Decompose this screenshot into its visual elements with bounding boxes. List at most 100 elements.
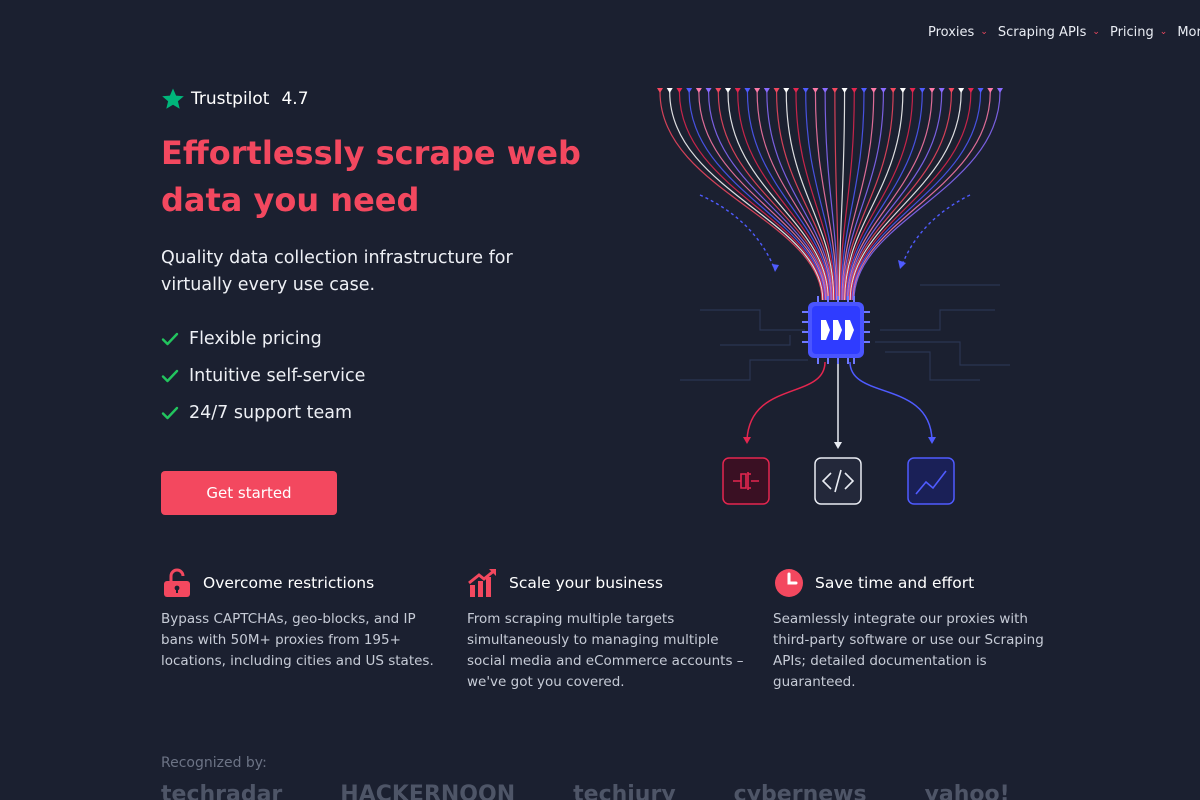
line-chart-icon xyxy=(907,457,955,505)
funnel-line xyxy=(840,91,865,301)
funnel-line-marker xyxy=(686,88,693,93)
funnel-line-marker xyxy=(695,88,702,93)
funnel-line xyxy=(824,91,839,301)
plug-icon xyxy=(722,457,770,505)
feature-item: Intuitive self-service xyxy=(161,357,365,394)
funnel-line-marker xyxy=(958,88,965,93)
get-started-button[interactable]: Get started xyxy=(161,471,337,515)
top-nav: Proxies ⌄ Scraping APIs ⌄ Pricing ⌄ More xyxy=(928,25,1200,40)
funnel-line xyxy=(795,91,836,301)
logo-techradar: techradar xyxy=(161,782,283,800)
funnel-line xyxy=(839,91,855,301)
feature-label: Flexible pricing xyxy=(189,328,322,349)
funnel-line xyxy=(842,91,885,301)
funnel-line-marker xyxy=(909,88,916,93)
funnel-line xyxy=(737,91,830,301)
growth-chart-icon xyxy=(468,568,496,597)
recognized-by-label: Recognized by: xyxy=(161,755,267,771)
nav-more-label: More xyxy=(1177,25,1200,40)
funnel-line-marker xyxy=(997,88,1003,93)
dashed-arrow-left xyxy=(699,194,776,271)
funnel-line-marker xyxy=(744,88,751,93)
funnel-line-marker xyxy=(666,88,673,93)
funnel-line-marker xyxy=(919,88,926,93)
funnel-line xyxy=(707,91,828,301)
logo-cybernews: cybernews xyxy=(733,782,867,800)
funnel-line-marker xyxy=(880,88,887,93)
chevron-down-icon: ⌄ xyxy=(1092,26,1100,37)
funnel-line xyxy=(849,91,962,301)
funnel-line-marker xyxy=(783,88,790,93)
funnel-line-marker xyxy=(725,88,731,93)
funnel-line xyxy=(847,91,933,301)
funnel-line xyxy=(717,91,829,301)
nav-proxies[interactable]: Proxies ⌄ xyxy=(928,25,988,40)
funnel-line-marker xyxy=(734,88,741,93)
funnel-line xyxy=(766,91,833,301)
funnel-line-marker xyxy=(987,88,994,93)
funnel-line xyxy=(851,91,982,301)
funnel-line xyxy=(847,91,943,301)
clock-icon xyxy=(775,569,803,597)
funnel-line xyxy=(853,91,1001,301)
star-icon xyxy=(162,88,184,109)
benefit-text: Bypass CAPTCHAs, geo-blocks, and IP bans… xyxy=(161,611,434,669)
funnel-line xyxy=(805,91,837,301)
code-icon xyxy=(814,457,862,505)
nav-more[interactable]: More xyxy=(1177,25,1200,40)
funnel-line xyxy=(846,91,923,301)
nav-pricing[interactable]: Pricing ⌄ xyxy=(1110,25,1167,40)
funnel-line xyxy=(775,91,834,301)
logo-yahoo: yahoo! xyxy=(924,782,1010,800)
funnel-line-marker xyxy=(890,88,897,93)
funnel-line xyxy=(678,91,825,301)
funnel-line xyxy=(852,91,991,301)
funnel-line-marker xyxy=(948,88,955,93)
nav-pricing-label: Pricing xyxy=(1109,25,1154,40)
circuit-traces xyxy=(680,284,1010,381)
chevron-down-icon: ⌄ xyxy=(980,26,988,37)
unlock-icon xyxy=(164,568,190,597)
funnel-line-marker xyxy=(763,88,770,93)
funnel-line xyxy=(785,91,835,301)
trustpilot-rating[interactable]: Trustpilot 4.7 xyxy=(161,87,309,111)
nav-proxies-label: Proxies xyxy=(928,25,975,40)
press-logos: techradar HACKERNOON techjury cybernews … xyxy=(161,782,1010,800)
benefit-scale-business: Scale your business From scraping multip… xyxy=(467,567,757,693)
funnel-line-marker xyxy=(870,88,877,93)
funnel-line-marker xyxy=(802,88,809,93)
funnel-line-marker xyxy=(967,88,974,93)
check-icon xyxy=(161,332,179,345)
logo-techjury: techjury xyxy=(573,782,676,800)
feature-label: Intuitive self-service xyxy=(189,365,366,386)
check-icon xyxy=(161,369,179,382)
funnel-line-marker xyxy=(851,88,858,93)
funnel-line xyxy=(843,91,894,301)
hero-subheadline: Quality data collection infrastructure f… xyxy=(161,248,513,295)
funnel-line-marker xyxy=(938,88,945,93)
funnel-line-marker xyxy=(831,88,838,93)
funnel-line-marker xyxy=(657,88,663,93)
funnel-line-marker xyxy=(676,88,683,93)
trustpilot-brand: Trustpilot xyxy=(191,89,270,109)
funnel-line-marker xyxy=(793,88,799,93)
funnel-line xyxy=(838,91,846,301)
funnel-line xyxy=(659,91,823,301)
benefit-overcome-restrictions: Overcome restrictions Bypass CAPTCHAs, g… xyxy=(161,567,451,672)
funnel-line-marker xyxy=(899,88,906,93)
funnel-line-marker xyxy=(754,88,761,93)
funnel-line xyxy=(844,91,904,301)
funnel-line xyxy=(850,91,972,301)
funnel-line xyxy=(669,91,824,301)
funnel-line-marker xyxy=(822,88,829,93)
dashed-arrow-right xyxy=(901,194,971,266)
funnel-line xyxy=(746,91,831,301)
check-icon xyxy=(161,406,179,419)
benefit-save-time: Save time and effort Seamlessly integrat… xyxy=(773,567,1053,693)
funnel-lines xyxy=(657,88,1003,301)
nav-scraping-apis[interactable]: Scraping APIs ⌄ xyxy=(998,25,1100,40)
funnel-line xyxy=(834,91,840,301)
funnel-line-marker xyxy=(841,88,848,93)
benefit-title: Save time and effort xyxy=(815,574,975,592)
funnel-line xyxy=(756,91,832,301)
